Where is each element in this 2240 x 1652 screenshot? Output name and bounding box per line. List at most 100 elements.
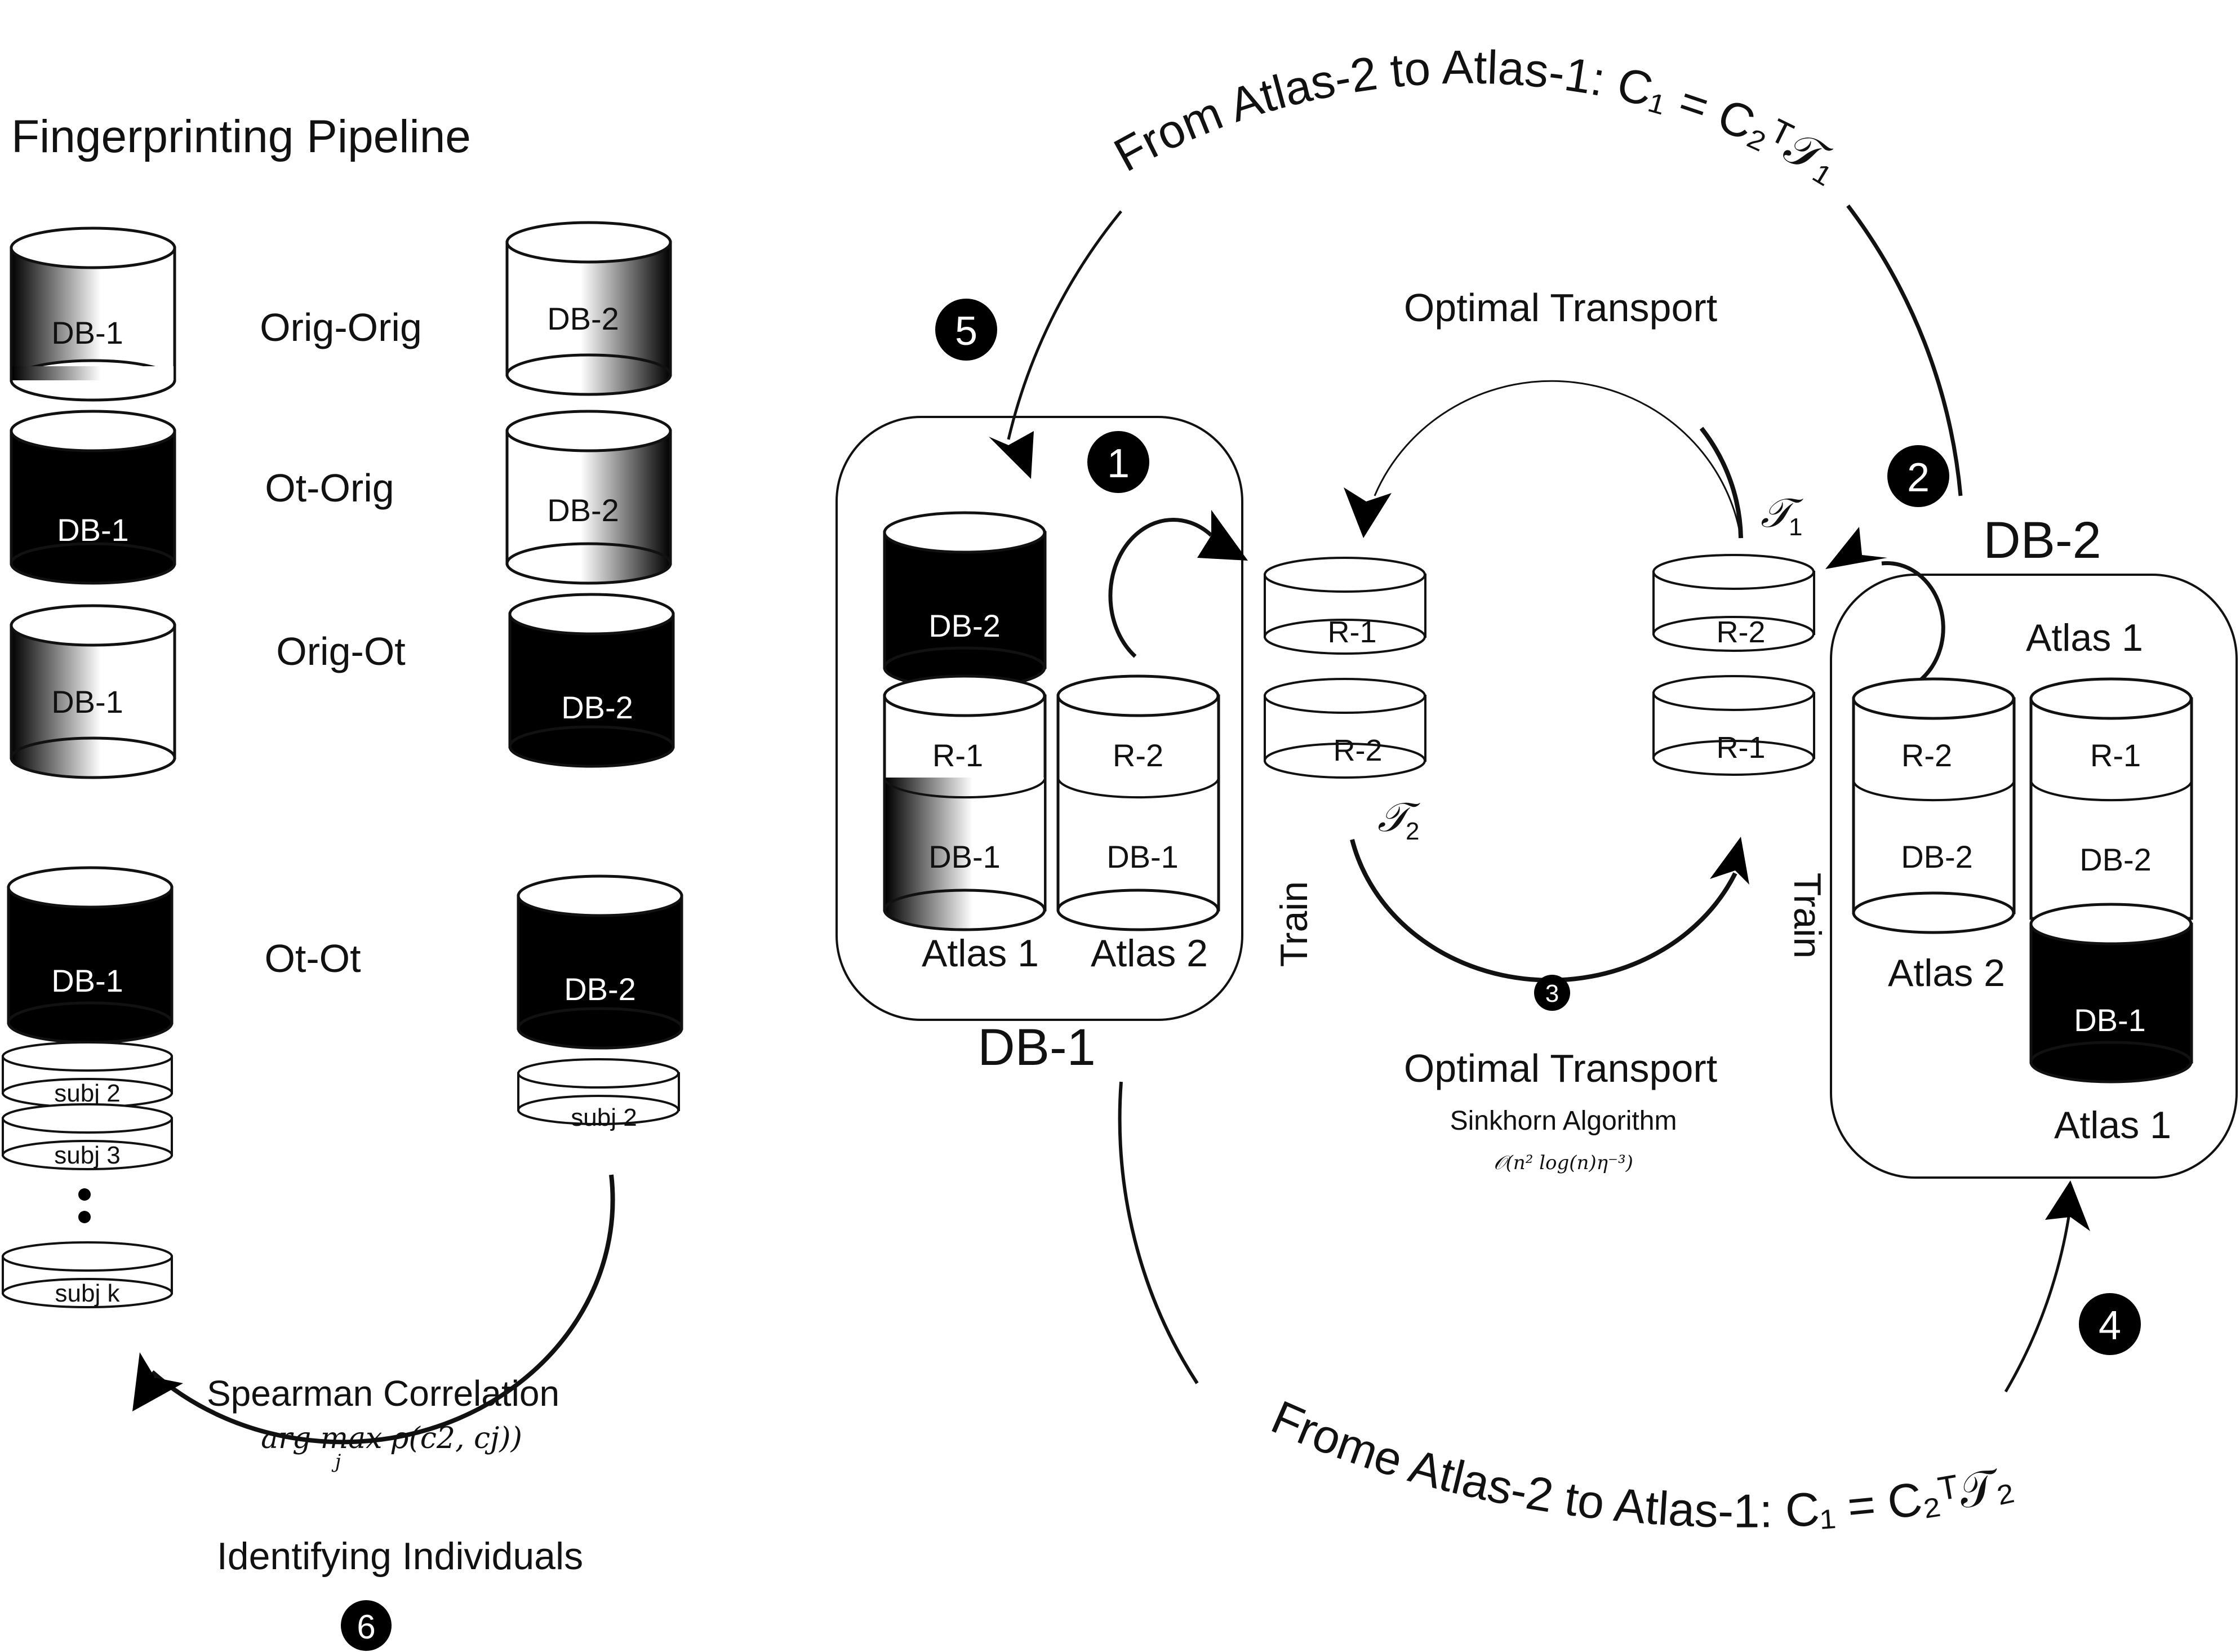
step5-arrowhead (989, 431, 1034, 479)
row2-label: Ot-Orig (265, 466, 394, 510)
step4-number: 4 (2099, 1303, 2121, 1348)
subject-disc-3-label: subj 3 (54, 1142, 120, 1169)
row3-left-label: DB-1 (51, 684, 123, 720)
row2-left-label: DB-1 (57, 512, 129, 548)
step1-number: 1 (1107, 441, 1130, 486)
db1-box-atlas2-label: Atlas 2 (1091, 932, 1208, 975)
complexity-label: 𝒪(n² log(n)η⁻³) (1494, 1152, 1633, 1174)
bottom-arc-text: Frome Atlas-2 to Atlas-1: C₁ = C₂ᵀ𝒯₂ (1264, 1390, 2018, 1537)
top-arc-left (1007, 210, 1122, 440)
db1-box-caption: DB-1 (977, 1019, 1096, 1076)
row1-left-label: DB-1 (51, 315, 123, 350)
row1-right-cylinder: DB-2 (505, 221, 672, 396)
step2-number: 2 (1907, 455, 1930, 500)
spearman-arrowhead (132, 1352, 183, 1411)
db1-box-top-db2-cylinder: DB-2 (883, 511, 1047, 689)
row1-left-cylinder: DB-1 (10, 227, 176, 402)
train-right-label: Train (1786, 873, 1829, 958)
db1-box-atlas1-db1: DB-1 (928, 839, 1001, 874)
row1-label: Orig-Orig (260, 305, 422, 349)
db1-box-atlas2-stack: R-2 DB-1 (1056, 674, 1220, 931)
middle-right-r1-label: R-1 (1716, 731, 1765, 765)
row4-left-label: DB-1 (51, 963, 123, 998)
db2-to-middle-arrow (1881, 561, 1945, 683)
top-arc-text: From Atlas-2 to Atlas-1: C₁ = C₂ᵀ𝒯₁ (1105, 40, 1848, 192)
pipeline-title: Fingerprinting Pipeline (11, 111, 471, 162)
middle-right-r2-label: R-2 (1716, 615, 1765, 649)
subject-disc-k: subj k (2, 1241, 173, 1308)
middle-right-r1-disc: R-1 (1652, 675, 1815, 776)
db1-to-middle-arrow (1108, 517, 1213, 658)
top-arc-right (1846, 204, 1963, 496)
db1-container (835, 416, 1243, 1021)
step3-badge: 3 (1534, 975, 1570, 1011)
db2-box-right-stack: R-1 DB-2 DB-1 (2029, 677, 2193, 1083)
db1-box-atlas2-r2: R-2 (1113, 738, 1163, 773)
ot-top-label: Optimal Transport (1404, 286, 1717, 330)
step2-badge: 2 (1887, 445, 1949, 507)
row2-right-label: DB-2 (547, 492, 619, 528)
ot-top-arc-thick (1699, 427, 1743, 539)
bottom-arc-right (2004, 1205, 2072, 1393)
ot-bottom-arrowhead (1710, 837, 1749, 885)
ot-top-arc (1374, 380, 1742, 539)
t1-sub: 1 (1789, 513, 1802, 541)
db2-box-left-db2: DB-2 (1901, 839, 1973, 874)
step6-badge: 6 (341, 1600, 392, 1651)
db2-box-right-db1: DB-1 (2074, 1002, 2146, 1038)
db2-box-atlas2-label: Atlas 2 (1888, 952, 2005, 994)
spearman-arc (150, 1174, 615, 1445)
db1-to-middle-arrowhead (1197, 510, 1248, 561)
middle-right-r2-disc: R-2 (1652, 554, 1815, 652)
db2-box-atlas1-header: Atlas 1 (2026, 616, 2143, 659)
ot-top-arrowhead (1344, 487, 1392, 538)
row4-left-cylinder: DB-1 (7, 866, 174, 1044)
row2-right-cylinder: DB-2 (505, 410, 672, 585)
db1-box-atlas2-db1: DB-1 (1106, 839, 1179, 874)
db2-container (1830, 574, 2238, 1179)
row3-left-cylinder: DB-1 (10, 604, 176, 779)
middle-left-r1-disc: R-1 (1264, 557, 1426, 655)
db2-box-right-db2: DB-2 (2079, 842, 2152, 877)
db2-box-atlas1-label: Atlas 1 (2054, 1104, 2171, 1147)
sinkhorn-label: Sinkhorn Algorithm (1450, 1106, 1677, 1136)
subject-disc-2: subj 2 (2, 1041, 173, 1108)
row4-label: Ot-Ot (264, 936, 361, 980)
db1-box-atlas1-r1: R-1 (932, 738, 983, 773)
db1-box-atlas1-stack: R-1 DB-1 (883, 674, 1047, 931)
row4-right-label: DB-2 (564, 971, 636, 1007)
subject-disc-right-2-label: subj 2 (571, 1104, 637, 1131)
db1-box-atlas1-label: Atlas 1 (922, 932, 1039, 975)
db2-box-left-r2: R-2 (1901, 738, 1952, 773)
db2-box-right-r1: R-1 (2090, 738, 2141, 773)
spearman-formula: arg max ρ(c2, cj)) (261, 1422, 522, 1455)
subject-disc-right-2: subj 2 (517, 1058, 680, 1131)
train-left-label: Train (1273, 881, 1315, 967)
middle-left-r2-label: R-2 (1333, 734, 1382, 767)
row3-label: Orig-Ot (276, 629, 405, 673)
bottom-arc-left (1118, 1081, 1199, 1384)
step3-number: 3 (1545, 980, 1559, 1007)
middle-left-r2-disc: R-2 (1264, 678, 1426, 779)
db2-to-middle-arrowhead (1825, 527, 1887, 569)
db1-box-top-db2-label: DB-2 (928, 608, 1001, 643)
identify-label: Identifying Individuals (217, 1535, 583, 1578)
ot-bottom-arc (1350, 839, 1737, 983)
spearman-label: Spearman Correlation (207, 1373, 559, 1414)
step1-badge: 1 (1087, 431, 1149, 493)
middle-left-r1-label: R-1 (1327, 615, 1376, 649)
row1-right-label: DB-2 (547, 301, 619, 336)
ellipsis-dots (78, 1188, 91, 1223)
step5-badge: 5 (935, 299, 997, 361)
step6-number: 6 (357, 1608, 375, 1646)
t2-sub: 2 (1406, 818, 1419, 845)
subject-disc-k-label: subj k (55, 1280, 121, 1307)
row2-left-cylinder: DB-1 (10, 410, 176, 585)
row4-right-cylinder: DB-2 (517, 874, 683, 1050)
subject-disc-2-label: subj 2 (54, 1080, 120, 1107)
step5-number: 5 (955, 309, 977, 354)
db2-box-left-stack: R-2 DB-2 (1852, 677, 2016, 934)
row3-right-cylinder: DB-2 (508, 593, 675, 768)
row3-right-label: DB-2 (561, 690, 633, 725)
